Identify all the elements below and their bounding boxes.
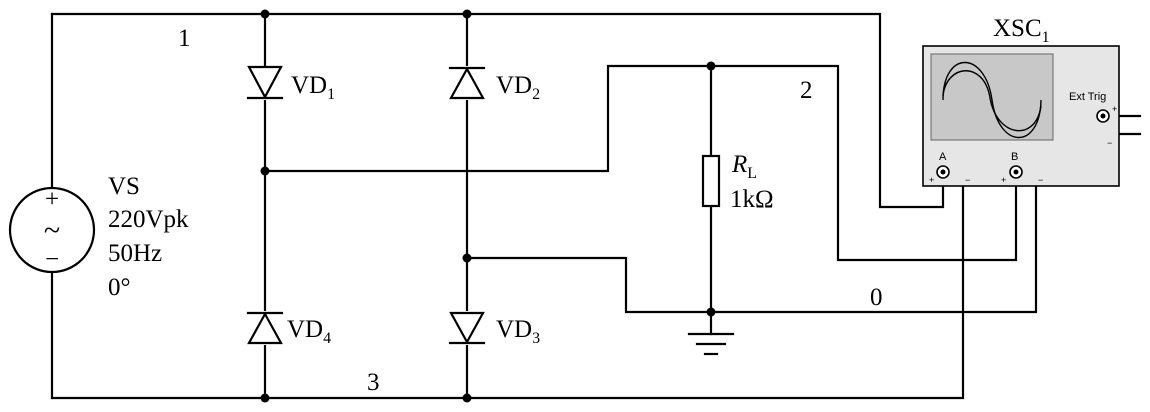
wire-top-bus: [50, 12, 945, 209]
node-label-3: 3: [367, 369, 380, 396]
junction-dot: [260, 166, 270, 176]
junction-dot: [462, 393, 472, 403]
node-label-0: 0: [870, 284, 883, 311]
source-minus-sign: −: [45, 246, 59, 273]
diode-vd4: [246, 311, 284, 345]
ac-source: + ~ −: [8, 186, 96, 274]
scope-waveform-b: [942, 70, 1042, 132]
scope-a-plus-sign: +: [929, 175, 934, 185]
diode-vd3: [448, 311, 486, 345]
oscilloscope: Ext Trig + − A + − B + −: [922, 45, 1120, 187]
source-tilde: ~: [44, 214, 60, 247]
junctions: [260, 9, 716, 403]
scope-channel-b-terminal-dot: [1013, 169, 1019, 175]
wire-node2: [263, 64, 1018, 262]
node-label-1: 1: [178, 25, 191, 52]
scope-channel-a-label: A: [939, 151, 947, 163]
scope-b-plus-sign: +: [1001, 175, 1006, 185]
scope-waveform-a: [942, 61, 1042, 139]
scope-b-minus-sign: −: [1038, 175, 1043, 185]
scope-a-minus-sign: −: [965, 175, 970, 185]
scope-channel-a-terminal-dot: [940, 169, 946, 175]
junction-dot: [706, 61, 716, 71]
source-phase-label: 0°: [108, 274, 131, 301]
diode-vd2: [448, 66, 486, 100]
node-label-2: 2: [800, 77, 813, 104]
load-value-label: 1kΩ: [730, 186, 774, 213]
junction-dot: [260, 9, 270, 19]
ground-symbol: [687, 332, 735, 356]
wire-bottom-bus: [50, 174, 965, 400]
diode-vd1-label: VD1: [291, 72, 335, 103]
source-plus-sign: +: [45, 186, 59, 213]
load-resistor: [701, 154, 721, 208]
junction-dot: [706, 307, 716, 317]
scope-ext-minus-sign: −: [1107, 138, 1112, 148]
diode-vd1: [246, 65, 284, 100]
source-circle: [8, 186, 96, 274]
source-frequency-label: 50Hz: [108, 240, 162, 267]
source-amplitude-label: 220Vpk: [108, 206, 189, 233]
scope-ext-trig-terminal-dot: [1100, 113, 1106, 119]
junction-dot: [260, 393, 270, 403]
junction-dot: [462, 9, 472, 19]
junction-dot: [462, 253, 472, 263]
source-name-label: VS: [108, 173, 140, 200]
wire-node0: [465, 174, 1038, 314]
diode-vd2-label: VD2: [496, 72, 540, 103]
scope-name-label: XSC1: [993, 15, 1050, 46]
diode-vd3-label: VD3: [496, 316, 540, 347]
scope-channel-b-label: B: [1011, 151, 1018, 163]
scope-ext-trig-label: Ext Trig: [1069, 91, 1106, 103]
diode-vd4-label: VD4: [287, 316, 331, 347]
load-label: RL: [731, 151, 757, 182]
scope-ext-plus-sign: +: [1112, 104, 1117, 114]
